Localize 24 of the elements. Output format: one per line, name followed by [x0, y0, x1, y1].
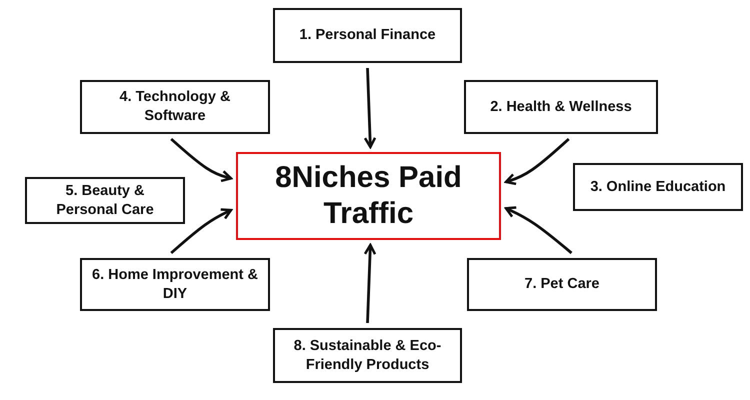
box-label: 4. Technology & Software: [118, 88, 232, 126]
category-box: [273, 8, 462, 63]
arrow: [504, 206, 572, 254]
box-label: 3. Online Education: [590, 178, 726, 196]
category-box: [573, 163, 743, 211]
category-box: [80, 80, 270, 134]
title-text: 8Niches Paid Traffic: [274, 160, 463, 232]
arrow: [364, 244, 376, 324]
box-label: 1. Personal Finance: [299, 26, 436, 45]
box-label: 5. Beauty & Personal Care: [55, 182, 155, 220]
arrow: [170, 138, 232, 182]
category-box: [273, 328, 462, 383]
box-label: 2. Health & Wellness: [490, 98, 632, 116]
category-box: [80, 258, 270, 311]
category-box: [464, 80, 658, 134]
category-box: [467, 258, 657, 311]
box-label: 7. Pet Care: [524, 275, 600, 294]
arrow: [364, 68, 376, 148]
arrow: [170, 208, 232, 254]
title-box: [236, 152, 501, 240]
arrow: [504, 138, 570, 186]
category-box: [25, 177, 185, 224]
box-label: 8. Sustainable & Eco-Friendly Products: [292, 336, 442, 374]
box-label: 6. Home Improvement & DIY: [91, 266, 259, 304]
